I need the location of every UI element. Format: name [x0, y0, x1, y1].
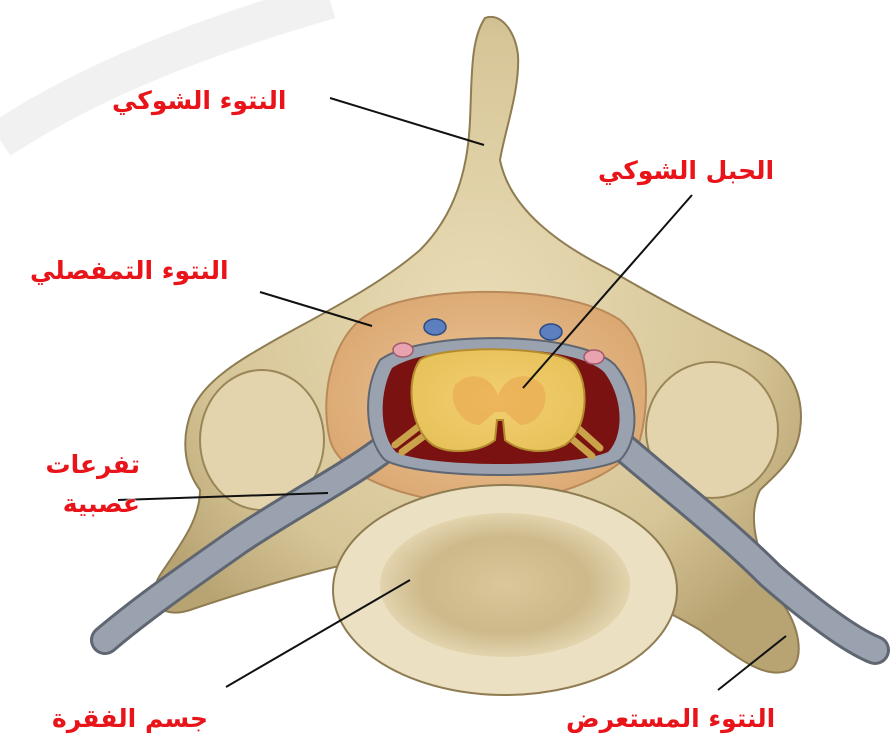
label-vertebral-body: جسم الفقرة: [52, 706, 208, 731]
left-vessel-pink: [393, 343, 413, 357]
label-nerve-branches-line2: عصبية: [12, 485, 140, 524]
vertebral-body-core: [380, 513, 630, 657]
left-vessel-blue: [424, 319, 446, 335]
label-spinous-process: النتوء الشوكي: [112, 88, 286, 113]
label-articular-process: النتوء التمفصلي: [30, 258, 229, 283]
right-vessel-pink: [584, 350, 604, 364]
label-nerve-branches-line1: تفرعات: [12, 446, 140, 485]
watermark-arc: [0, 0, 330, 140]
label-transverse-process: النتوء المستعرض: [566, 706, 775, 731]
leader-spinous-process: [330, 98, 484, 145]
label-spinal-cord: الحبل الشوكي: [598, 158, 774, 183]
label-nerve-branches: تفرعات عصبية: [12, 446, 140, 524]
right-vessel-blue: [540, 324, 562, 340]
